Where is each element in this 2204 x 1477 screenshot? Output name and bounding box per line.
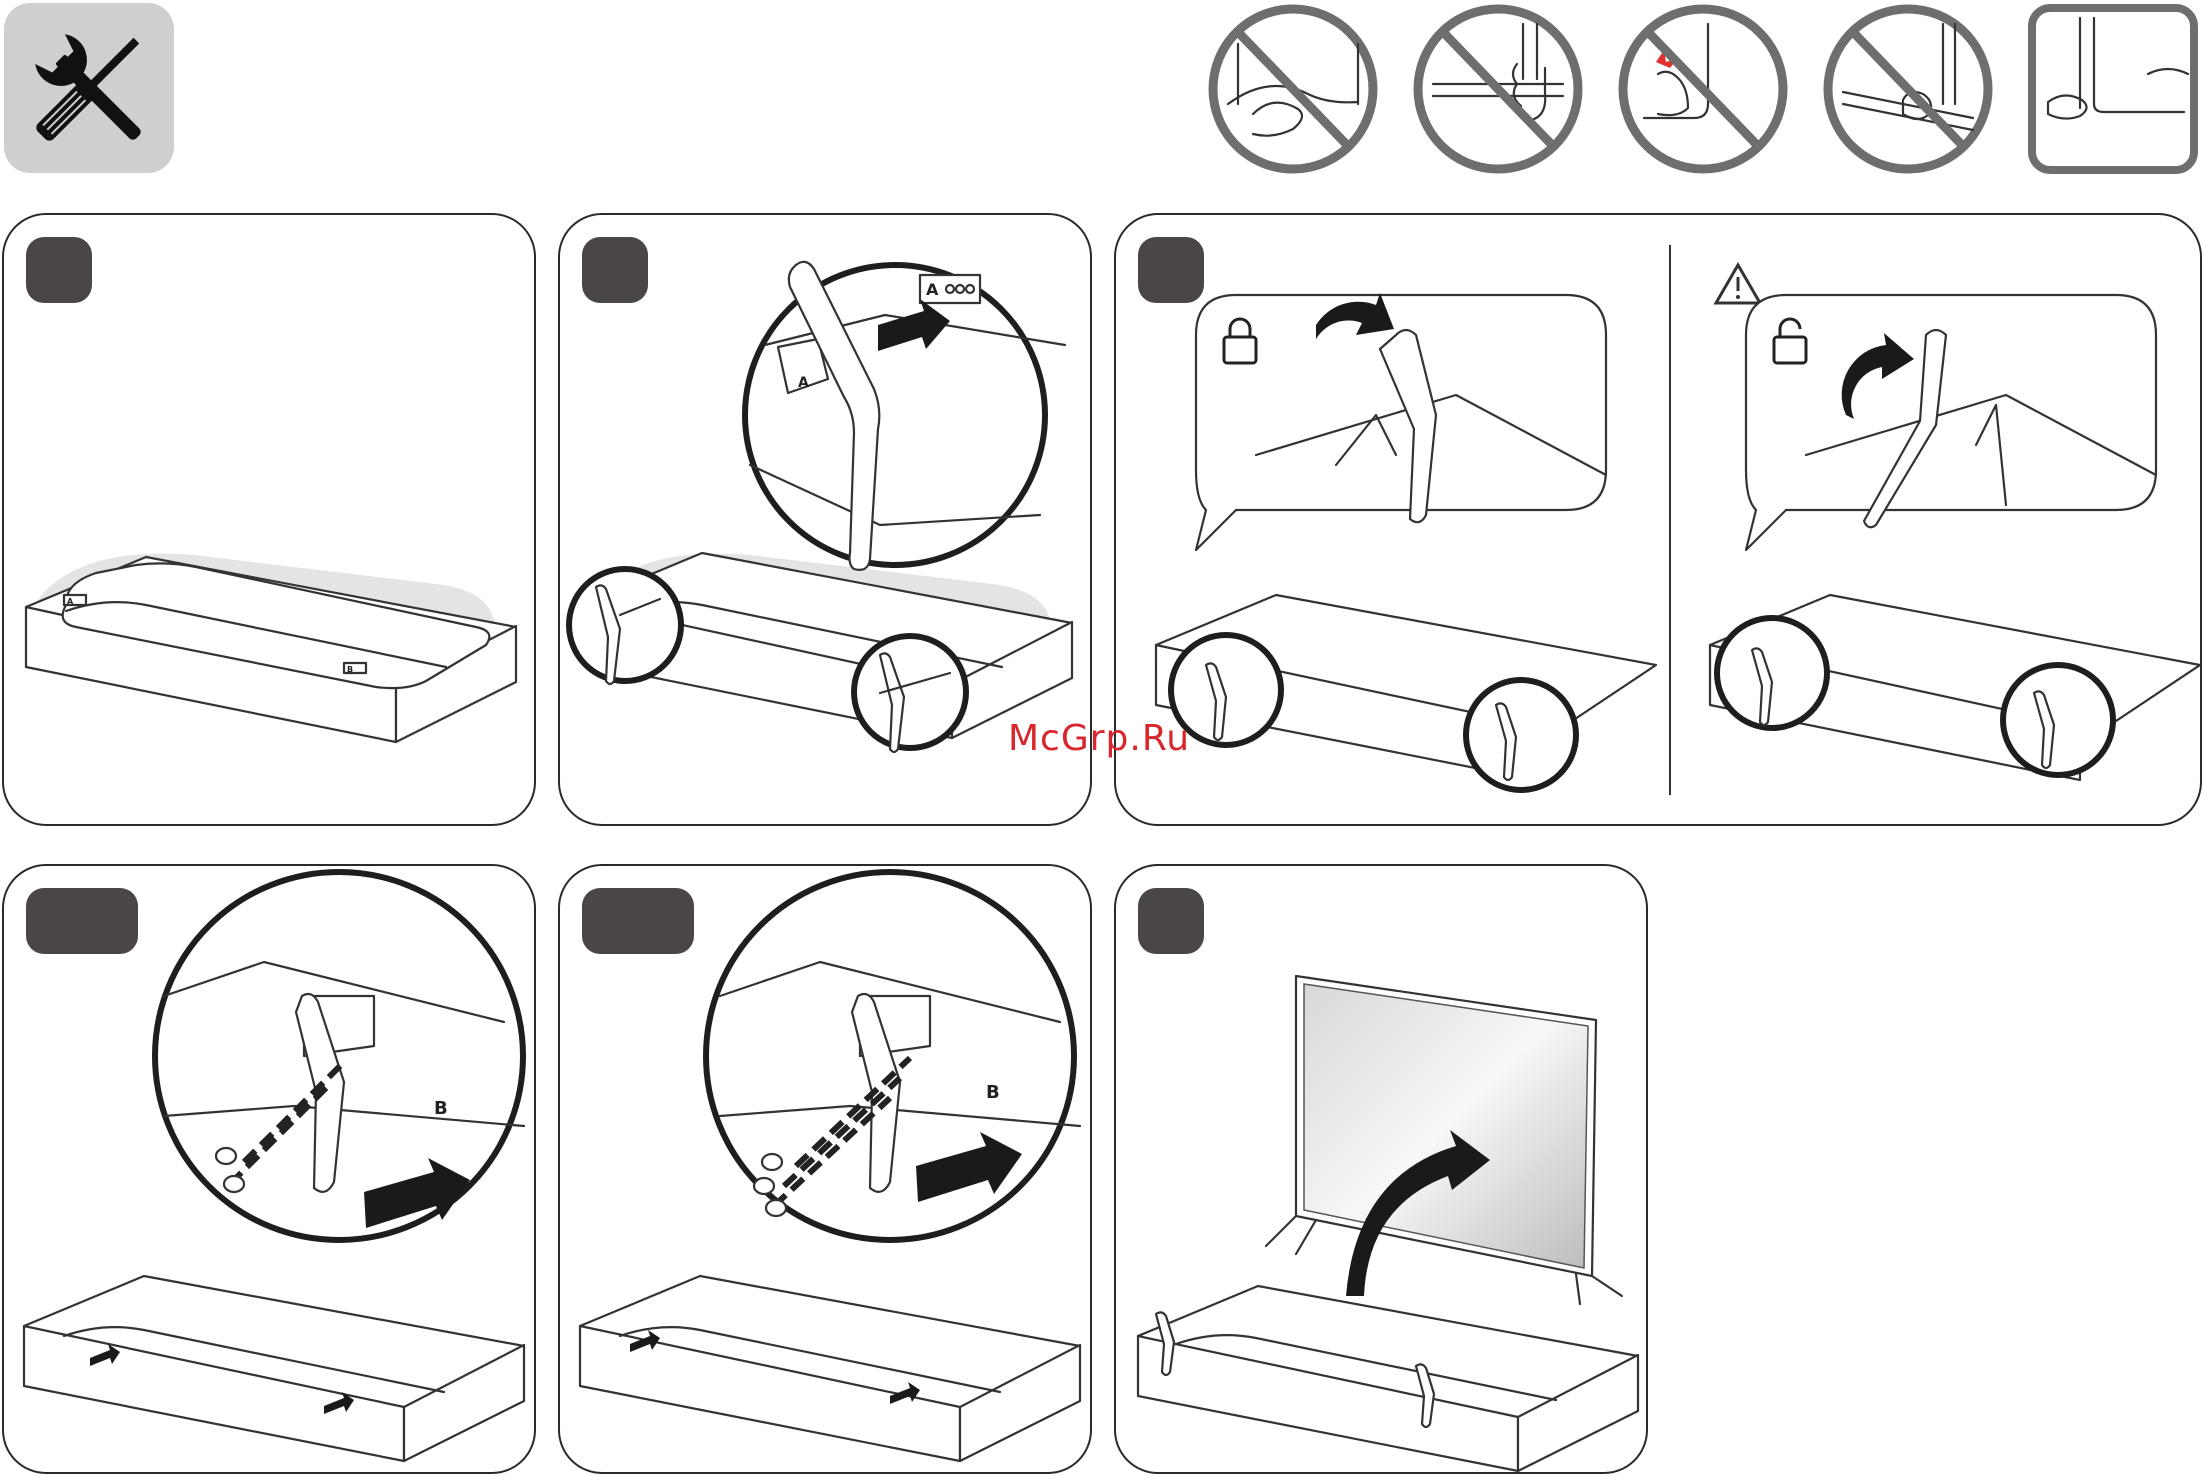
screw-stand-a-illustration: B [560,866,1090,1472]
lock-stand-illustration [1116,215,2200,825]
watermark: McGrp.Ru [1008,718,1190,759]
screw-stand-b-illustration: B [4,866,534,1472]
svg-text:B: B [347,665,353,674]
no-hold-panel-icon [1823,4,1993,174]
no-grip-screen-bottom-icon [1208,4,1378,174]
stand-tv-upright-illustration [1116,866,1646,1472]
svg-text:A: A [926,280,939,299]
tv-on-box-illustration: A B [4,215,534,825]
svg-text:A: A [67,597,74,606]
svg-text:A: A [798,375,809,391]
svg-text:B: B [434,1098,448,1119]
no-hold-screen-edge-icon [1413,4,1583,174]
step-panel-1: A B [2,213,536,826]
step-panel-3 [1114,213,2202,826]
screwdriver-wrench-icon [4,3,174,173]
step-panel-4: B [2,864,536,1474]
no-press-screen-icon [1618,4,1788,174]
step-panel-6 [1114,864,1648,1474]
tools-badge [4,3,174,173]
hold-frame-correctly-icon [2028,4,2198,174]
svg-text:B: B [986,1082,1000,1103]
step-panel-5: B [558,864,1092,1474]
caution-triangle-icon [1716,265,1760,303]
